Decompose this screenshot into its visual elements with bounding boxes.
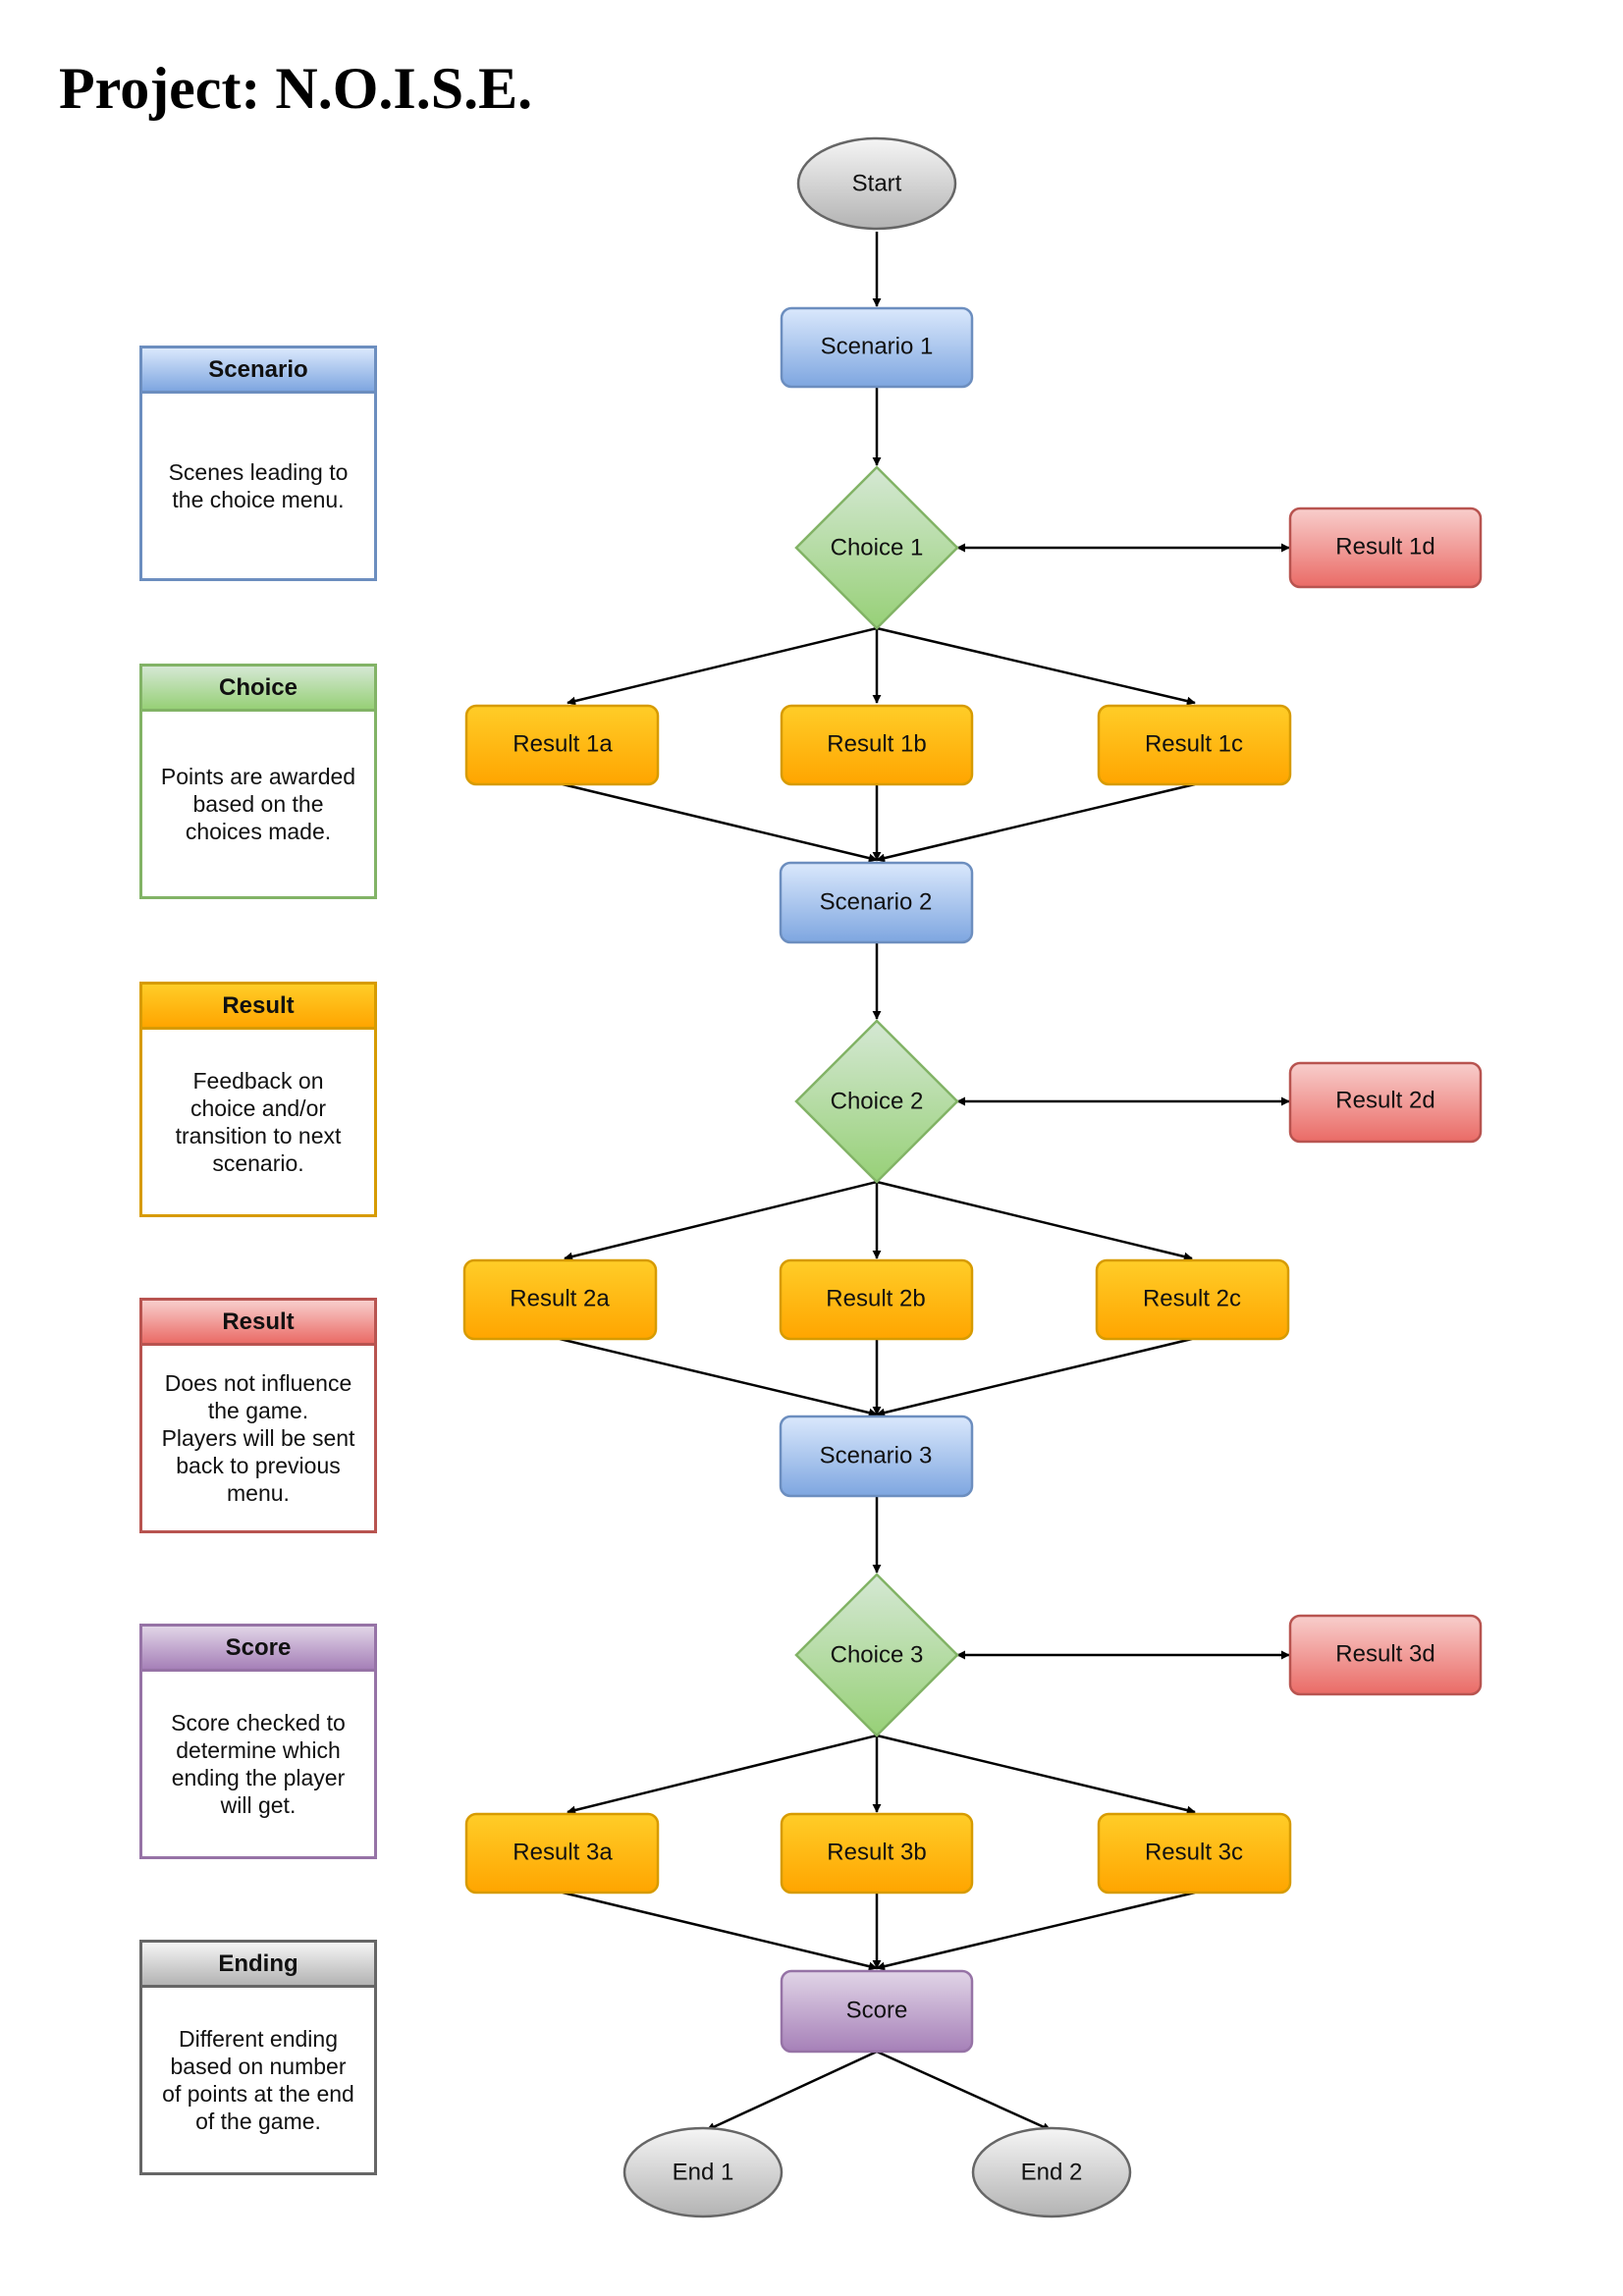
legend-ending-body: Different ending based on number of poin…	[162, 2026, 354, 2134]
legend-result-orange-header: Result	[142, 985, 374, 1030]
node-result-2b-label: Result 2b	[826, 1286, 925, 1312]
node-end-1: End 1	[622, 2126, 784, 2218]
node-result-1d-label: Result 1d	[1335, 534, 1434, 561]
node-result-2a-label: Result 2a	[510, 1286, 610, 1312]
node-result-1b-label: Result 1b	[827, 731, 926, 758]
edge-result1c-scenario2	[876, 782, 1196, 863]
legend-result-red-body: Does not influence the game. Players wil…	[161, 1370, 355, 1506]
edges	[559, 232, 1290, 2132]
node-choice-3: Choice 3	[794, 1573, 959, 1737]
edge-choice3-result3a	[567, 1734, 878, 1815]
node-start: Start	[796, 136, 957, 231]
node-choice-2: Choice 2	[794, 1019, 959, 1184]
node-result-2b: Result 2b	[779, 1258, 974, 1341]
legend-result-orange-body: Feedback on choice and/or transition to …	[175, 1068, 342, 1176]
page-title: Project: N.O.I.S.E.	[59, 56, 533, 121]
node-result-3b: Result 3b	[780, 1812, 974, 1895]
node-result-1d: Result 1d	[1288, 507, 1483, 589]
node-scenario-1-label: Scenario 1	[821, 334, 934, 360]
legend-choice-header: Choice	[142, 667, 374, 712]
node-result-2c-label: Result 2c	[1143, 1286, 1241, 1312]
node-result-3d: Result 3d	[1288, 1614, 1483, 1696]
legend-ending: Ending Different ending based on number …	[139, 1940, 377, 2175]
edge-result3a-score	[562, 1891, 878, 1971]
legend-result-red-header: Result	[142, 1301, 374, 1346]
node-start-label: Start	[852, 171, 902, 197]
node-result-3a: Result 3a	[464, 1812, 660, 1895]
node-result-3a-label: Result 3a	[513, 1840, 613, 1866]
legend-scenario: Scenario Scenes leading to the choice me…	[139, 346, 377, 581]
node-choice-3-label: Choice 3	[831, 1642, 924, 1669]
legend-result-orange: Result Feedback on choice and/or transit…	[139, 982, 377, 1217]
node-result-3c: Result 3c	[1097, 1812, 1292, 1895]
node-result-1c: Result 1c	[1097, 704, 1292, 786]
edge-choice3-result3c	[876, 1734, 1196, 1815]
node-choice-1-label: Choice 1	[831, 535, 924, 561]
node-result-1a-label: Result 1a	[513, 731, 613, 758]
edge-result1a-scenario2	[562, 782, 878, 863]
edge-result2a-scenario3	[559, 1337, 878, 1417]
node-scenario-2: Scenario 2	[779, 861, 974, 944]
legend-scenario-header: Scenario	[142, 348, 374, 394]
edge-choice1-result1a	[567, 626, 878, 706]
legend-score-body: Score checked to determine which ending …	[171, 1710, 346, 1818]
node-scenario-2-label: Scenario 2	[820, 889, 933, 916]
edge-result3c-score	[876, 1891, 1196, 1971]
node-choice-2-label: Choice 2	[831, 1089, 924, 1115]
edge-score-end2	[876, 2050, 1052, 2132]
legend-result-red: Result Does not influence the game. Play…	[139, 1298, 377, 1533]
node-result-2c: Result 2c	[1095, 1258, 1290, 1341]
edge-choice1-result1c	[876, 626, 1196, 706]
edge-score-end1	[706, 2050, 878, 2132]
node-result-1c-label: Result 1c	[1145, 731, 1243, 758]
legend-score: Score Score checked to determine which e…	[139, 1624, 377, 1859]
node-scenario-1: Scenario 1	[780, 306, 974, 389]
node-end-1-label: End 1	[673, 2160, 734, 2186]
legend-ending-header: Ending	[142, 1943, 374, 1988]
node-result-3b-label: Result 3b	[827, 1840, 926, 1866]
node-result-2a: Result 2a	[462, 1258, 658, 1341]
node-result-3d-label: Result 3d	[1335, 1641, 1434, 1668]
edge-result2c-scenario3	[876, 1337, 1193, 1417]
node-result-2d: Result 2d	[1288, 1061, 1483, 1144]
node-choice-1: Choice 1	[794, 465, 959, 630]
node-score: Score	[780, 1969, 974, 2054]
node-end-2-label: End 2	[1021, 2160, 1083, 2186]
legend-choice: Choice Points are awarded based on the c…	[139, 664, 377, 899]
node-result-3c-label: Result 3c	[1145, 1840, 1243, 1866]
legend-choice-body: Points are awarded based on the choices …	[160, 764, 356, 844]
node-result-1a: Result 1a	[464, 704, 660, 786]
legend-score-header: Score	[142, 1627, 374, 1672]
node-end-2: End 2	[971, 2126, 1132, 2218]
node-result-2d-label: Result 2d	[1335, 1088, 1434, 1114]
node-scenario-3-label: Scenario 3	[820, 1443, 933, 1469]
node-score-label: Score	[846, 1998, 908, 2024]
node-scenario-3: Scenario 3	[779, 1415, 974, 1498]
edge-choice2-result2c	[876, 1180, 1193, 1261]
edge-choice2-result2a	[564, 1180, 878, 1261]
legend-scenario-body: Scenes leading to the choice menu.	[168, 459, 349, 512]
node-result-1b: Result 1b	[780, 704, 974, 786]
